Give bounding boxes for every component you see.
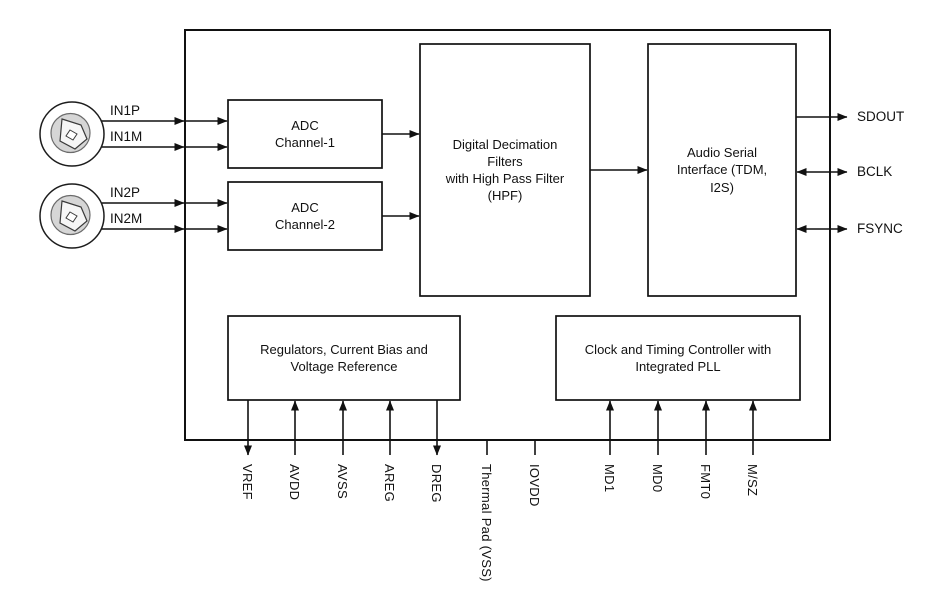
pin-label-avdd: AVDD [287,464,302,501]
pin-label-in2p: IN2P [110,185,141,200]
audio-serial-interface-rect [647,43,797,297]
clock-controller-label: Clock and Timing Controller with Integra… [584,341,772,374]
signal-wires [101,113,848,456]
pin-label-iovdd: IOVDD [527,464,542,507]
pin-label-dreg: DREG [429,464,444,503]
adc-channel-2-rect [227,181,383,251]
pin-label-md0: MD0 [650,464,665,493]
microphone-icon [39,183,105,249]
pin-label-fsync: FSYNC [857,221,903,236]
chip-outline [184,29,831,441]
microphone-icon [39,101,105,167]
pin-label-bclk: BCLK [857,164,893,179]
pin-label-thermal-pad: Thermal Pad (VSS) [479,464,494,582]
regulators-rect [227,315,461,401]
audio-serial-interface-label: Audio Serial Interface (TDM, I2S) [676,145,768,195]
regulators-label: Regulators, Current Bias and Voltage Ref… [260,341,428,374]
pin-label-areg: AREG [382,464,397,503]
pin-label-in1p: IN1P [110,103,141,118]
pin-label-in2m: IN2M [110,211,143,226]
adc-channel-1-rect [227,99,383,169]
pin-label-fmt0: FMT0 [698,464,713,500]
adc-channel-2-label: ADC Channel-2 [275,199,335,232]
clock-controller-rect [555,315,801,401]
pin-label-msz: M/SZ [745,464,760,497]
decimation-filter-label: Digital Decimation Filters with High Pas… [445,136,565,204]
pin-label-sdout: SDOUT [857,109,905,124]
pin-label-avss: AVSS [335,464,350,499]
pin-label-in1m: IN1M [110,129,143,144]
adc-channel-1-label: ADC Channel-1 [275,117,335,150]
pin-label-md1: MD1 [602,464,617,493]
pin-label-vref: VREF [240,464,255,500]
decimation-filter-rect [419,43,591,297]
block-rects [227,43,801,401]
